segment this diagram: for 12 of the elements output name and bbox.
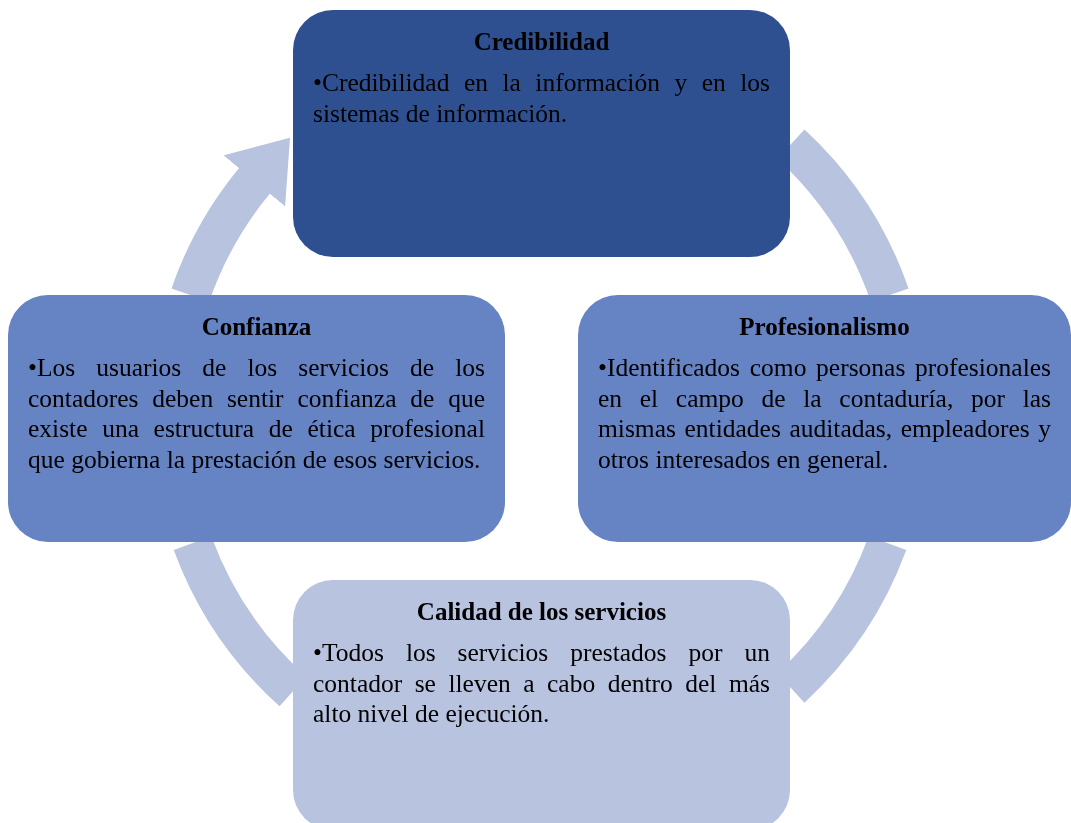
- rounded-box: [8, 295, 505, 542]
- rounded-box: [578, 295, 1071, 542]
- box-heading: Credibilidad: [472, 28, 611, 56]
- bullet-text: •Todos los servicios prestados por un contador se lleven a cabo dentro del más alto nivel de ejecución.: [313, 638, 770, 730]
- rounded-box: [293, 10, 790, 257]
- box-heading: Confianza: [200, 313, 313, 341]
- box-heading: Calidad de los servicios: [415, 598, 668, 626]
- box-heading: Profesionalismo: [738, 313, 911, 341]
- bullet-text: •Los usuarios de los servicios de los contadores deben sentir confianza de que existe una estructura de ética profesional que gobierna la prestación de esos servicios.: [28, 353, 485, 476]
- rounded-box: [293, 580, 790, 823]
- bullet-text: •Credibilidad en la información y en los sistemas de información.: [313, 68, 770, 130]
- bullet-text: •Identificados como personas profesionales en el campo de la contaduría, por las mismas entidades auditadas, empleadores y otros interesados en general.: [598, 353, 1051, 476]
